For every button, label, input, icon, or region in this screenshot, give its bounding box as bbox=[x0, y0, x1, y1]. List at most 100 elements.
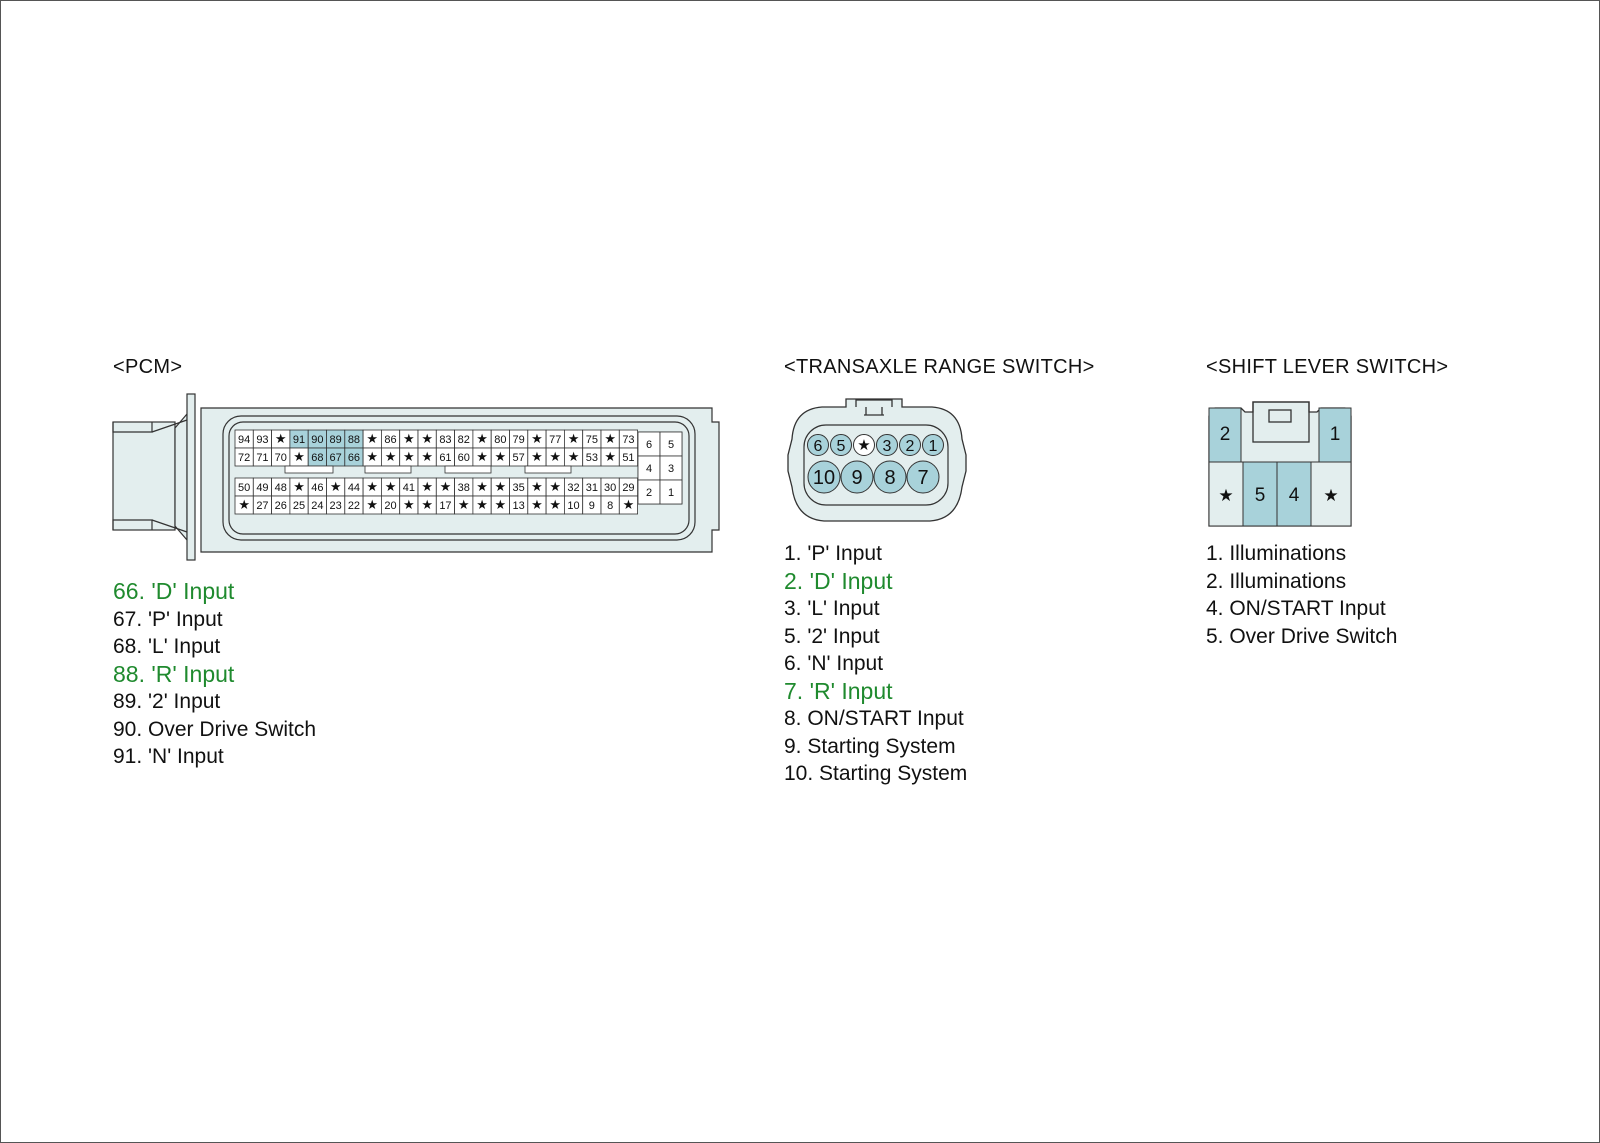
transaxle-latch bbox=[855, 399, 893, 416]
pcm-pin-label: 53 bbox=[586, 452, 598, 464]
pcm-small-pin-label: 2 bbox=[646, 487, 652, 499]
pcm-pin-label: 80 bbox=[494, 434, 506, 446]
transaxle-pin-7 bbox=[906, 460, 940, 494]
pcm-pin-label: ★ bbox=[421, 497, 433, 512]
legend-item: 91. 'N' Input bbox=[113, 745, 224, 768]
pcm-pin-label: ★ bbox=[495, 479, 507, 494]
pcm-pin-label: 75 bbox=[586, 434, 598, 446]
pcm-pin-label: ★ bbox=[531, 479, 543, 494]
pcm-pin-label: ★ bbox=[293, 449, 305, 464]
pcm-pin-label: 10 bbox=[567, 500, 579, 512]
pcm-pin-label: ★ bbox=[476, 431, 488, 446]
pcm-pin-label: 88 bbox=[348, 434, 360, 446]
pcm-pin-label: 27 bbox=[256, 500, 268, 512]
pcm-pin-label: ★ bbox=[366, 449, 378, 464]
legend-item: 66. 'D' Input bbox=[113, 578, 235, 604]
pcm-pin-label: ★ bbox=[476, 479, 488, 494]
pcm-pin-label: 32 bbox=[567, 482, 579, 494]
pcm-pin-label: ★ bbox=[549, 479, 561, 494]
legend-item: 88. 'R' Input bbox=[113, 660, 235, 687]
legend-item: 8. ON/START Input bbox=[784, 707, 964, 730]
pcm-title: <PCM> bbox=[113, 356, 183, 378]
pcm-pin-label: ★ bbox=[568, 449, 580, 464]
pcm-pin-label: 35 bbox=[513, 482, 525, 494]
pcm-pin-label: 29 bbox=[622, 482, 634, 494]
pcm-pin-label: ★ bbox=[458, 497, 470, 512]
transaxle-pin-label: 7 bbox=[917, 467, 928, 489]
pcm-pin-label: ★ bbox=[293, 479, 305, 494]
pcm-pin-label: 90 bbox=[311, 434, 323, 446]
pcm-pin-label: 38 bbox=[458, 482, 470, 494]
pcm-small-pin-label: 5 bbox=[668, 439, 674, 451]
transaxle-pin-label: 10 bbox=[813, 467, 835, 489]
legend-item: 1. Illuminations bbox=[1206, 542, 1347, 565]
transaxle-pin-1 bbox=[922, 434, 944, 456]
pcm-pin-label: ★ bbox=[604, 449, 616, 464]
pcm-pin-label: ★ bbox=[403, 497, 415, 512]
pcm-pin-label: 86 bbox=[384, 434, 396, 446]
pcm-pin-label: 61 bbox=[439, 452, 451, 464]
pcm-pin-label: ★ bbox=[531, 497, 543, 512]
legend-item: 2. 'D' Input bbox=[784, 567, 893, 594]
shift-lever-pin-blank bbox=[1310, 461, 1352, 527]
pcm-pin-label: 73 bbox=[622, 434, 634, 446]
pcm-pin-label: 24 bbox=[311, 500, 323, 512]
pcm-pin-label: ★ bbox=[568, 431, 580, 446]
pcm-pin-label: 9 bbox=[589, 500, 595, 512]
pcm-pin-label: 51 bbox=[622, 452, 634, 464]
pcm-pin-label: ★ bbox=[549, 449, 561, 464]
pcm-pin-label: 13 bbox=[513, 500, 525, 512]
shift-lever-pin-label: 1 bbox=[1330, 424, 1341, 445]
pcm-pin-label: 89 bbox=[330, 434, 342, 446]
pcm-pin-51 bbox=[618, 447, 638, 467]
pcm-pin-label: ★ bbox=[238, 497, 250, 512]
pcm-pin-label: ★ bbox=[385, 449, 397, 464]
shift-lever-pin-label: 5 bbox=[1255, 485, 1266, 506]
pcm-pin-label: 57 bbox=[513, 452, 525, 464]
pcm-pin-label: ★ bbox=[421, 479, 433, 494]
transaxle-pin-label: 6 bbox=[814, 438, 823, 455]
pcm-pin-label: ★ bbox=[366, 497, 378, 512]
pcm-pin-label: 25 bbox=[293, 500, 305, 512]
pcm-pin-label: 67 bbox=[330, 452, 342, 464]
pcm-pin-label: 23 bbox=[330, 500, 342, 512]
pcm-pin-label: 60 bbox=[458, 452, 470, 464]
pcm-pin-label: 41 bbox=[403, 482, 415, 494]
pcm-small-pin-label: 4 bbox=[646, 463, 652, 475]
transaxle-cavity bbox=[803, 424, 949, 506]
pcm-key-slot bbox=[524, 465, 572, 474]
pcm-pin-label: 49 bbox=[256, 482, 268, 494]
transaxle-pin-label: 8 bbox=[884, 467, 895, 489]
transaxle-title: <TRANSAXLE RANGE SWITCH> bbox=[784, 356, 1095, 378]
pcm-pin-label: 77 bbox=[549, 434, 561, 446]
pcm-pin-label: ★ bbox=[549, 497, 561, 512]
legend-item: 4. ON/START Input bbox=[1206, 597, 1386, 620]
shift-lever-pin-label: 2 bbox=[1220, 424, 1231, 445]
shift-lever-pin-label: 4 bbox=[1289, 485, 1300, 506]
pcm-pin-label: 17 bbox=[439, 500, 451, 512]
pcm-pin-label: 26 bbox=[275, 500, 287, 512]
pcm-pin-label: 22 bbox=[348, 500, 360, 512]
pcm-pin-label: 94 bbox=[238, 434, 250, 446]
transaxle-housing bbox=[787, 398, 967, 522]
shift-lever-pin-label: ★ bbox=[1323, 486, 1338, 505]
pcm-pin-label: ★ bbox=[440, 479, 452, 494]
pcm-pin-label: ★ bbox=[366, 431, 378, 446]
legend-item: 90. Over Drive Switch bbox=[113, 717, 317, 741]
pcm-pin-label: ★ bbox=[476, 497, 488, 512]
pcm-pin-label: ★ bbox=[421, 431, 433, 446]
legend-item: 89. '2' Input bbox=[113, 690, 221, 713]
transaxle-pin-label: 9 bbox=[851, 467, 862, 489]
transaxle-pin-9 bbox=[840, 460, 874, 494]
pcm-pin-label: ★ bbox=[366, 479, 378, 494]
pcm-pin-label: 66 bbox=[348, 452, 360, 464]
transaxle-pin-5 bbox=[830, 434, 852, 456]
pcm-pin-label: 48 bbox=[275, 482, 287, 494]
pcm-pin-label: 30 bbox=[604, 482, 616, 494]
pcm-pin-label: ★ bbox=[531, 449, 543, 464]
